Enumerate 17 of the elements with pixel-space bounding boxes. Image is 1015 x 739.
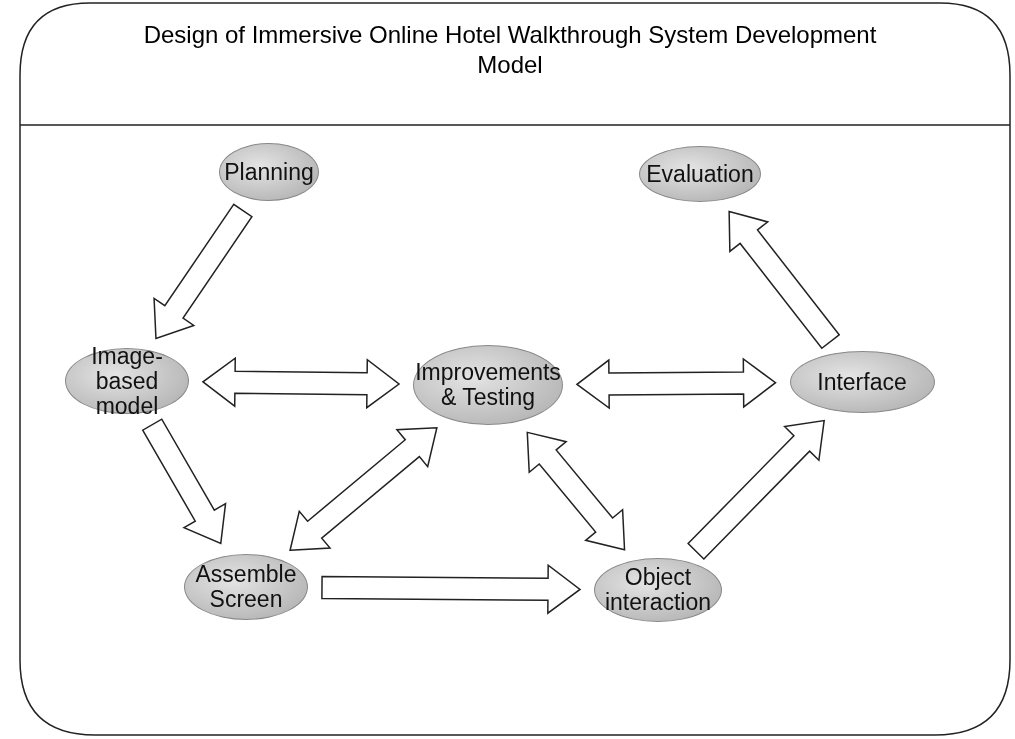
node-label: Image-based model xyxy=(90,343,164,419)
block-arrow xyxy=(289,426,438,551)
block-arrow xyxy=(728,210,841,350)
node-label: Assemble Screen xyxy=(194,562,298,612)
node-label: Planning xyxy=(224,159,314,185)
node-label: Interface xyxy=(817,369,907,395)
block-arrow xyxy=(201,356,401,410)
node-label: Evaluation xyxy=(646,161,754,187)
block-arrow xyxy=(526,431,626,551)
block-arrow xyxy=(321,563,582,615)
node-label: Improvements & Testing xyxy=(414,360,562,410)
block-arrow xyxy=(153,203,253,340)
node-label: Object interaction xyxy=(603,565,713,615)
block-arrow xyxy=(687,419,826,561)
block-arrow xyxy=(141,418,227,545)
diagram-title: Design of Immersive Online Hotel Walkthrough System Development Model xyxy=(142,20,878,80)
block-arrow xyxy=(575,357,777,410)
